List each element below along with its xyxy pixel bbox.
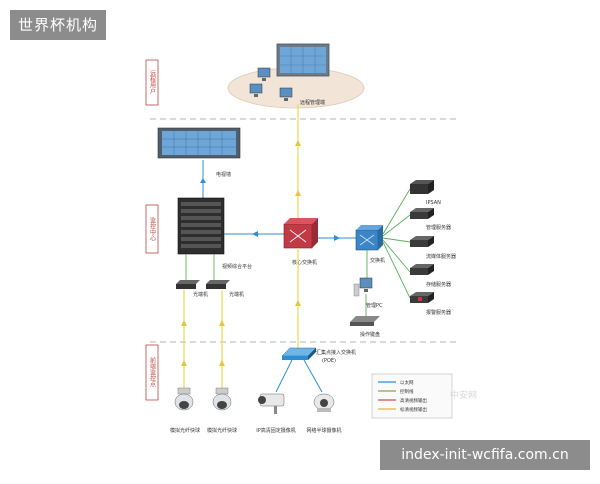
- zone-label-front: 前端监控点: [149, 356, 156, 388]
- zone-box-front: [145, 344, 159, 401]
- remote-video-wall: [276, 43, 330, 77]
- legend-label-control: 控制线: [400, 388, 414, 395]
- legend-label-hd: 高清视频输出: [400, 397, 427, 404]
- label-tv-wall: 电视墙: [216, 171, 231, 178]
- label-ipsan: IPSAN: [426, 200, 441, 206]
- label-cam3: IP高清固定摄像机: [256, 427, 296, 434]
- remote-pc-group: [249, 67, 293, 101]
- label-cam2: 模拟光纤快球: [207, 427, 237, 434]
- label-remote-mgmt: 远程管理端: [300, 99, 325, 106]
- camera-ip-fixed: [258, 393, 285, 414]
- link-poe-cam4: [303, 359, 323, 393]
- tv-wall: [157, 127, 241, 159]
- label-optical-b: 光端机: [229, 291, 244, 298]
- optical-transceiver-a: [176, 280, 200, 289]
- optical-transceiver-b: [206, 280, 230, 289]
- pc-monitor-icon: [359, 277, 373, 289]
- arrow-icon: [295, 190, 301, 196]
- server-links: [382, 188, 411, 299]
- remote-pc-monitor-icon: [249, 83, 263, 94]
- label-management-server: 管理服务器: [426, 224, 451, 231]
- label-alarm-server: 报警服务器: [426, 309, 451, 316]
- legend-label-sd: 标清视频输出: [400, 406, 427, 413]
- arrow-icon: [219, 360, 225, 366]
- arrow-icon: [181, 360, 187, 366]
- arrow-icon: [334, 235, 340, 241]
- label-keyboard: 操作键盘: [360, 331, 380, 338]
- label-cam1: 模拟光纤快球: [170, 427, 200, 434]
- arrow-icon: [181, 320, 187, 326]
- control-keyboard: [350, 316, 380, 326]
- zone-separators: [150, 118, 460, 343]
- zone-box-remote: [145, 59, 159, 106]
- arrow-icon: [200, 178, 206, 183]
- camera-network-dome: [313, 393, 335, 412]
- zone-label-remote: 远程用户: [149, 69, 156, 95]
- watermark-top: 世界杯机构: [10, 10, 107, 40]
- legend: 以太网 控制线 高清视频输出 标清视频输出: [371, 373, 453, 419]
- server-alarm: [410, 292, 434, 303]
- poe-switch: [281, 347, 317, 360]
- zone-box-center: [145, 204, 159, 254]
- camera-dome-2: [212, 387, 232, 411]
- legend-box: [371, 373, 453, 419]
- camera-dome-1: [174, 387, 194, 411]
- label-switch: 交换机: [370, 257, 385, 264]
- server-management: [410, 208, 434, 219]
- link-poe-cam3: [275, 359, 293, 393]
- video-platform-rack: [177, 197, 225, 255]
- zone-label-center: 监控中心: [149, 216, 156, 241]
- label-poe-switch-sub: (POE): [322, 358, 336, 364]
- server-ipsan: [410, 180, 434, 194]
- server-streaming: [410, 236, 434, 247]
- core-switch: [283, 218, 318, 249]
- arrow-icon: [295, 300, 301, 306]
- remote-pc-monitor-icon: [257, 67, 271, 78]
- watermark-middle: 中安网: [450, 389, 477, 401]
- label-mgmt-pc: 管理PC: [366, 302, 383, 309]
- label-video-platform: 视频综合平台: [222, 263, 252, 270]
- label-poe-switch: 汇集点接入交换机: [316, 349, 356, 356]
- arrow-icon: [295, 140, 301, 146]
- label-storage-server: 存储服务器: [426, 281, 451, 288]
- server-storage: [410, 264, 434, 275]
- label-streaming-server: 流媒体服务器: [426, 253, 456, 260]
- arrow-icon: [252, 231, 258, 237]
- label-core-switch: 核心交换机: [292, 259, 317, 266]
- management-pc: [353, 277, 373, 297]
- arrow-icon: [219, 320, 225, 326]
- remote-pc-monitor-icon: [279, 87, 293, 98]
- watermark-bottom: index-init-wcfifa.com.cn: [380, 440, 590, 470]
- access-switch: [355, 225, 383, 251]
- legend-label-ethernet: 以太网: [400, 379, 414, 386]
- label-cam4: 网络半球摄像机: [306, 427, 341, 434]
- label-optical-a: 光端机: [193, 291, 208, 298]
